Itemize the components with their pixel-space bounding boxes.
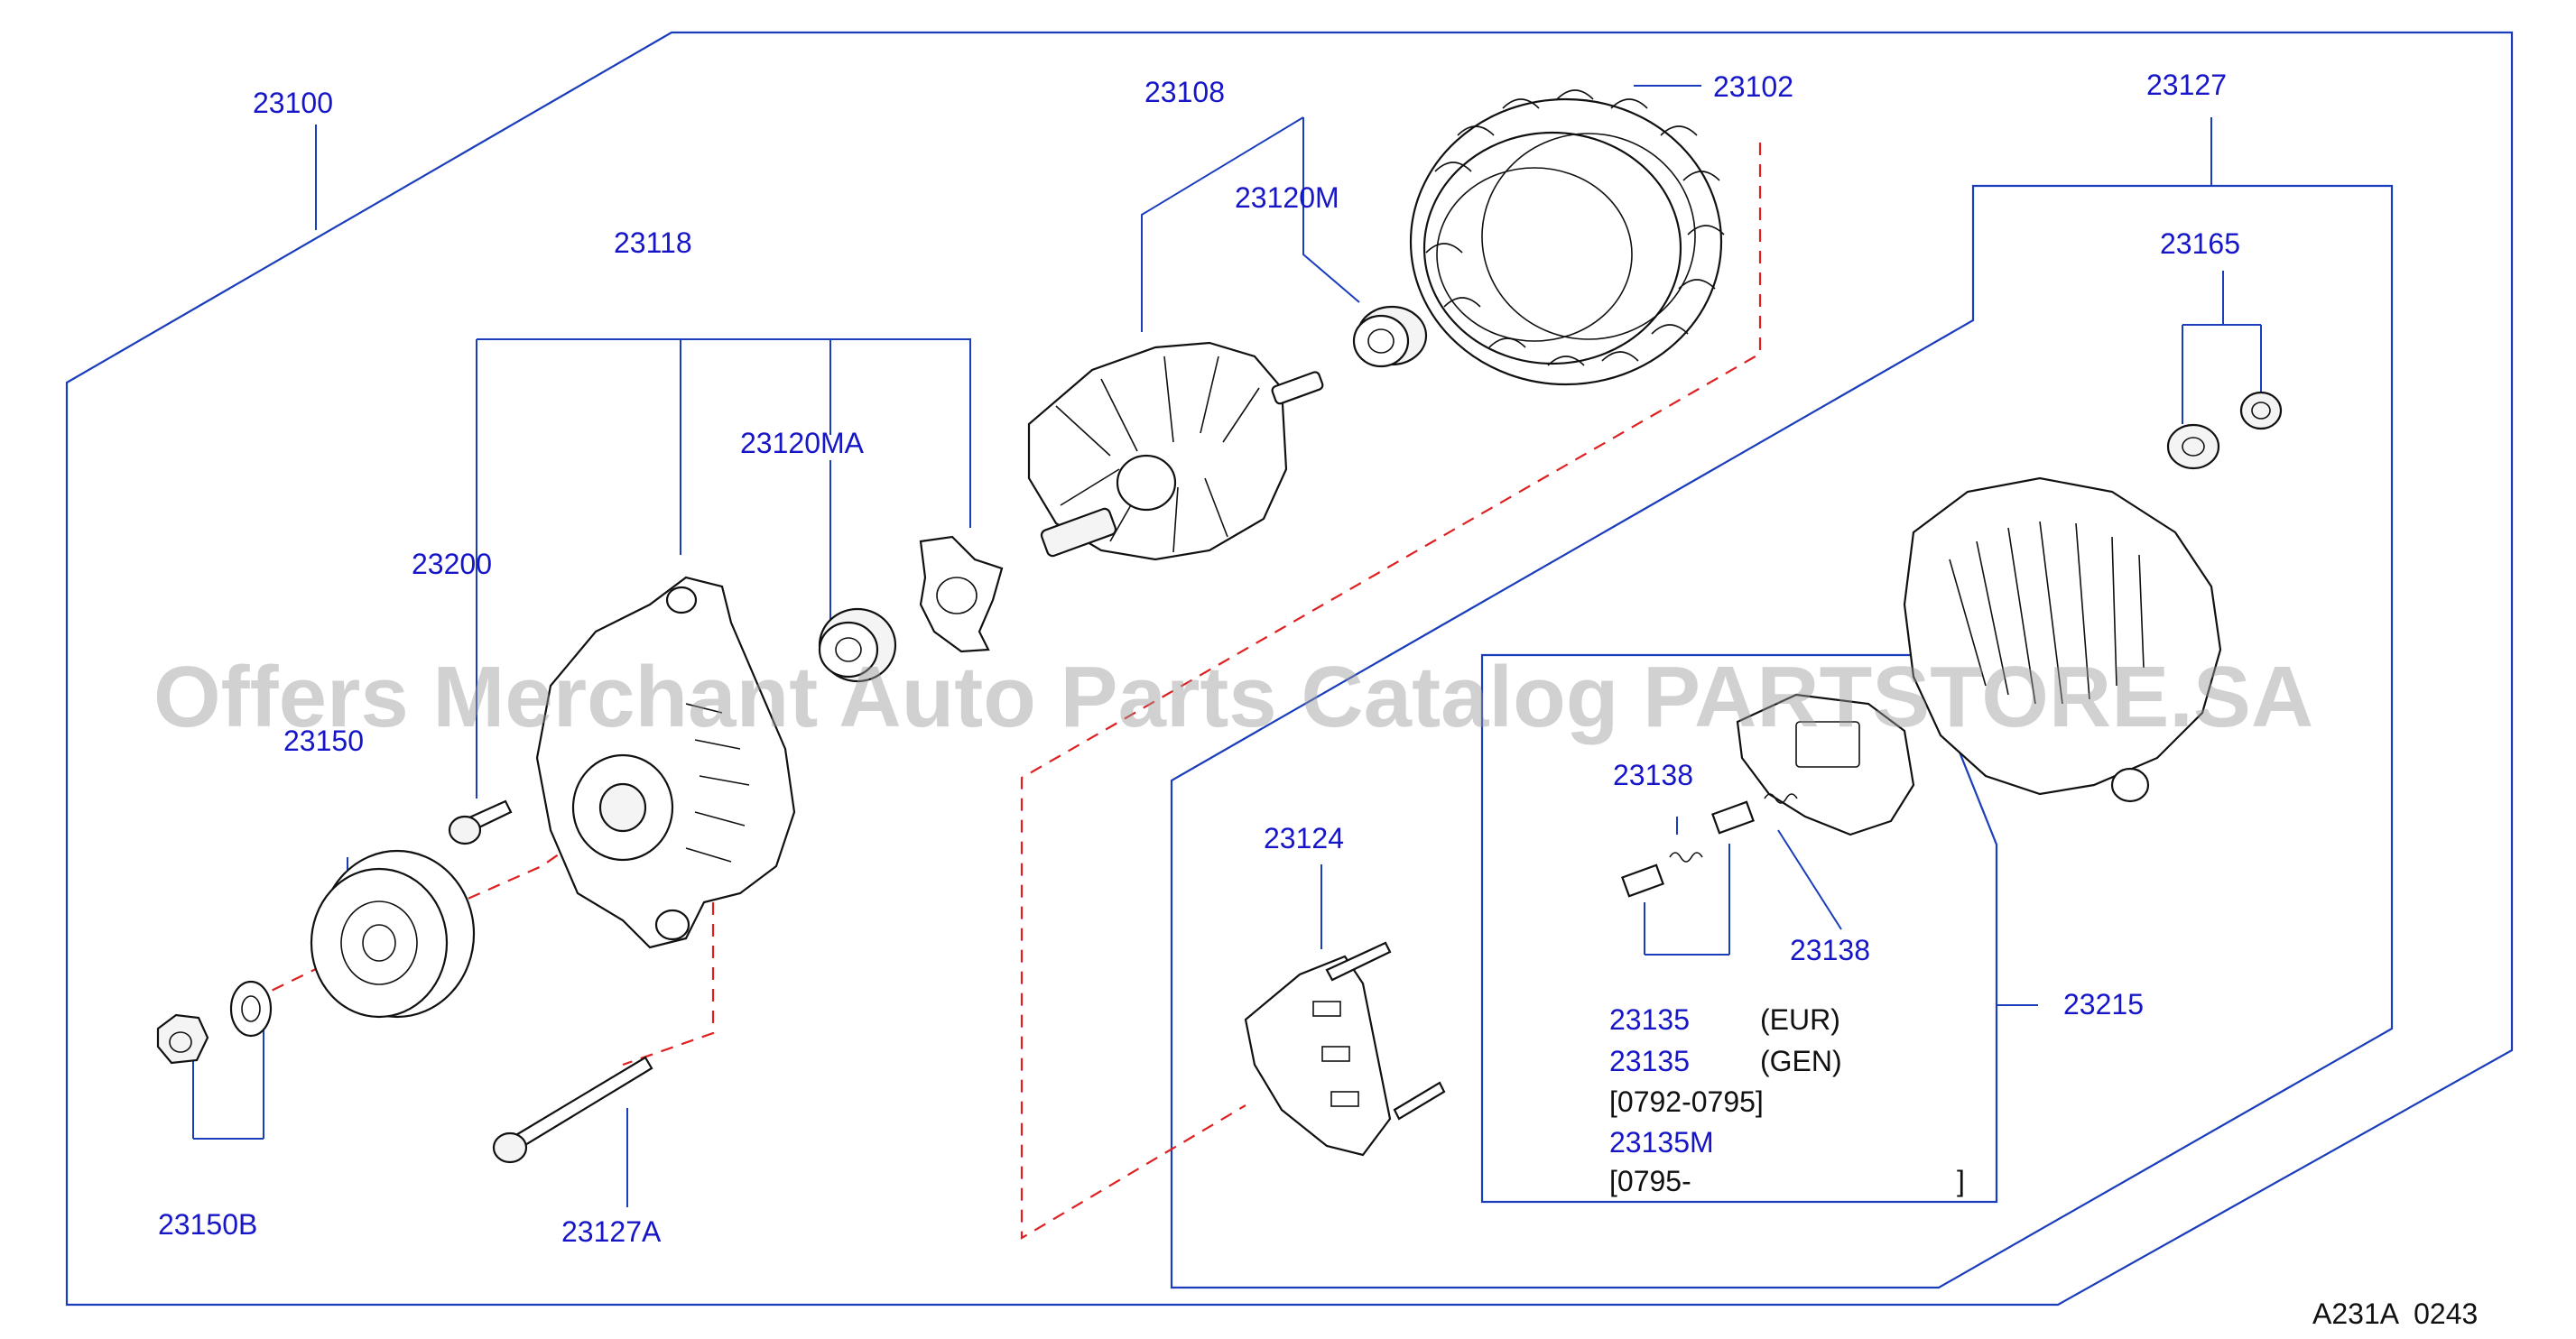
note-eur: (EUR) <box>1760 1003 1840 1036</box>
front-bracket-23118[interactable] <box>535 576 796 949</box>
note-range-0795-open: [0795- <box>1609 1165 1691 1197</box>
rear-cover-23127[interactable] <box>1903 476 2222 803</box>
note-gen: (GEN) <box>1760 1045 1842 1077</box>
brush-23135-b[interactable] <box>1711 800 1755 835</box>
rectifier-23124[interactable] <box>1244 941 1446 1157</box>
watermark-text: Offers Merchant Auto Parts Catalog PARTS… <box>153 649 2313 745</box>
label-23200[interactable]: 23200 <box>412 548 492 580</box>
leader-lines <box>192 85 2262 1207</box>
through-bolt-23127A[interactable] <box>492 1056 653 1164</box>
rear-cover-frame-23127 <box>1170 184 2394 1289</box>
label-23150[interactable]: 23150 <box>283 725 364 757</box>
label-23165[interactable]: 23165 <box>2160 227 2240 260</box>
label-23100[interactable]: 23100 <box>253 87 333 119</box>
spring-23138-a[interactable] <box>1669 852 1703 863</box>
brush-23135-a[interactable] <box>1621 863 1664 898</box>
spring-23138-b[interactable] <box>1764 793 1798 804</box>
label-23108[interactable]: 23108 <box>1144 76 1225 108</box>
bolt-23200[interactable] <box>448 799 513 845</box>
label-23127A[interactable]: 23127A <box>561 1215 662 1248</box>
assembly-frame-23100 <box>65 31 2514 1307</box>
insulator-23165-a[interactable] <box>2166 423 2220 470</box>
bearing-23120MA[interactable] <box>818 607 897 683</box>
label-23118[interactable]: 23118 <box>614 226 692 259</box>
note-range-0792-0795: [0792-0795] <box>1609 1085 1764 1118</box>
regulator-23215[interactable] <box>1736 693 1915 836</box>
bearing-retainer-plate[interactable] <box>919 535 1004 653</box>
diagram-code: A231A 0243 <box>2312 1297 2478 1330</box>
pulley-23150[interactable] <box>310 849 476 1019</box>
nut-23150B[interactable] <box>156 1013 209 1065</box>
regulator-box-23215 <box>1480 653 1998 1204</box>
label-23135-eur[interactable]: 23135 <box>1609 1003 1690 1036</box>
label-23135M[interactable]: 23135M <box>1609 1126 1714 1159</box>
label-23215[interactable]: 23215 <box>2063 988 2144 1020</box>
label-23138-upper[interactable]: 23138 <box>1613 759 1693 791</box>
label-23124[interactable]: 23124 <box>1264 822 1344 854</box>
label-23120MA[interactable]: 23120MA <box>740 427 865 459</box>
washer-23150B[interactable] <box>229 980 273 1038</box>
label-23102[interactable]: 23102 <box>1713 70 1793 103</box>
bearing-23120M[interactable] <box>1352 305 1428 368</box>
insulator-23165-b[interactable] <box>2239 391 2283 430</box>
note-range-0795-close: ] <box>1957 1165 1965 1197</box>
label-23135-gen[interactable]: 23135 <box>1609 1045 1690 1077</box>
label-23138-lower[interactable]: 23138 <box>1790 934 1870 966</box>
label-23150B[interactable]: 23150B <box>158 1208 257 1241</box>
label-23120M[interactable]: 23120M <box>1235 181 1339 214</box>
stator-23102[interactable] <box>1409 89 1725 386</box>
label-23127[interactable]: 23127 <box>2146 69 2227 101</box>
rotor-23108[interactable] <box>1027 341 1324 561</box>
